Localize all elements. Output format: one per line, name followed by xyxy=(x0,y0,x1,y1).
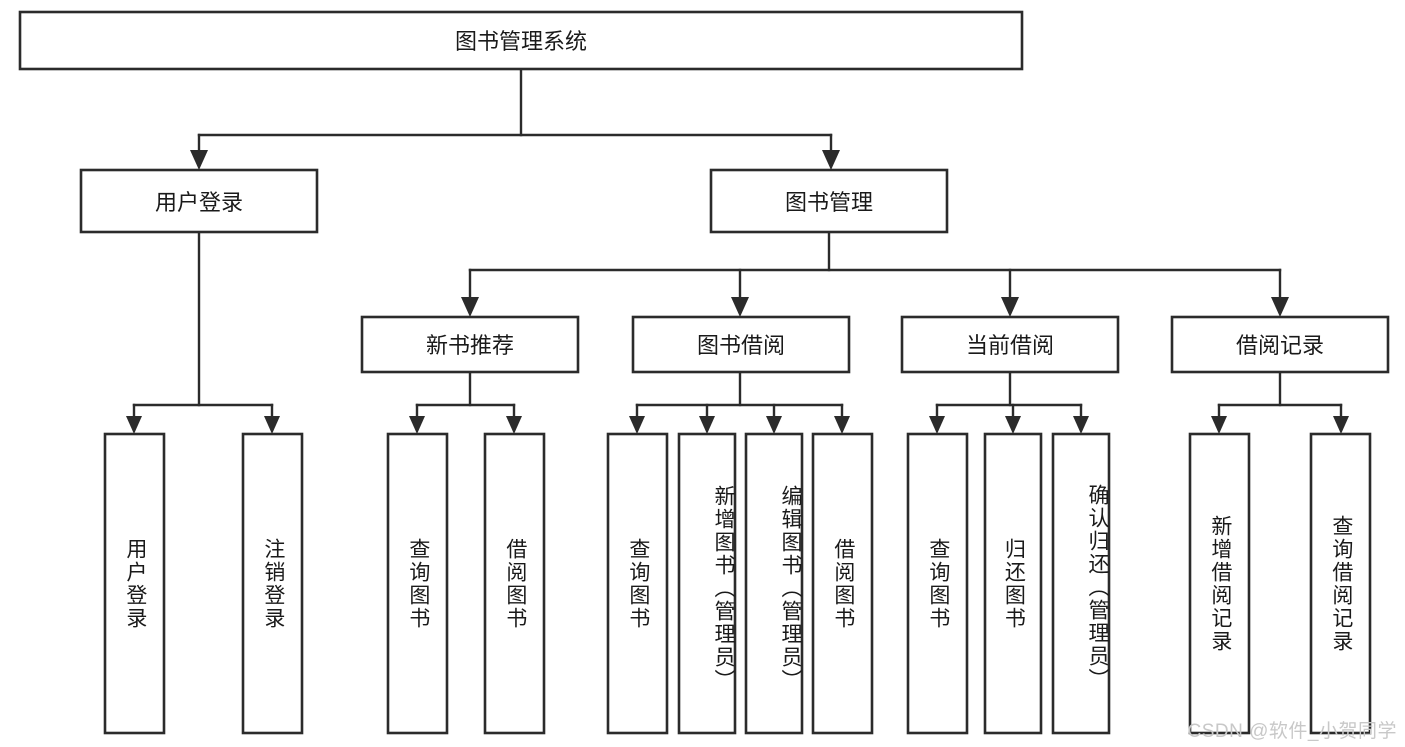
horizontal-label-layer: 图书管理系统 用户登录 图书管理 新书推荐 图书借阅 当前借阅 借阅记录 xyxy=(155,29,1324,358)
arrow-borrow-to-leaf2 xyxy=(699,416,715,434)
arrow-current-to-leaf1 xyxy=(929,416,945,434)
arrow-bookmgmt-to-borrow xyxy=(731,297,749,317)
connector-layer xyxy=(126,67,1349,434)
node-leaf-add-borrow-record[interactable] xyxy=(1188,432,1251,735)
arrow-userlogin-to-leaf1 xyxy=(126,416,142,434)
arrow-userlogin-to-leaf2 xyxy=(264,416,280,434)
arrow-borrow-to-leaf1 xyxy=(629,416,645,434)
label-user-login: 用户登录 xyxy=(155,190,243,215)
arrow-borrow-to-leaf4 xyxy=(834,416,850,434)
arrow-recommend-to-leaf2 xyxy=(506,416,522,434)
node-leaf-query-book-current[interactable] xyxy=(906,432,969,735)
arrow-record-to-leaf2 xyxy=(1333,416,1349,434)
node-book-management[interactable] xyxy=(709,168,949,234)
node-leaf-user-logout[interactable] xyxy=(241,432,304,735)
label-book-borrow: 图书借阅 xyxy=(697,333,785,358)
label-current-borrow: 当前借阅 xyxy=(966,333,1054,358)
node-leaf-query-book[interactable] xyxy=(606,432,669,735)
arrow-current-to-leaf3 xyxy=(1073,416,1089,434)
label-root: 图书管理系统 xyxy=(455,29,587,54)
csdn-watermark: CSDN @软件_小贺同学 xyxy=(1187,721,1397,742)
arrow-bookmgmt-to-record xyxy=(1271,297,1289,317)
node-leaf-query-borrow-record[interactable] xyxy=(1309,432,1372,735)
arrow-recommend-to-leaf1 xyxy=(409,416,425,434)
node-leaf-add-book-admin[interactable] xyxy=(677,432,737,735)
arrow-record-to-leaf1 xyxy=(1211,416,1227,434)
node-leaf-borrow-book[interactable] xyxy=(811,432,874,735)
arrow-root-to-user-login xyxy=(190,150,208,170)
node-leaf-query-book-recommend[interactable] xyxy=(386,432,449,735)
node-new-book-recommend[interactable] xyxy=(360,315,580,374)
node-box-layer xyxy=(18,10,1390,735)
node-root[interactable] xyxy=(18,10,1024,71)
node-borrow-record[interactable] xyxy=(1170,315,1390,374)
arrow-bookmgmt-to-current xyxy=(1001,297,1019,317)
arrow-current-to-leaf2 xyxy=(1005,416,1021,434)
node-current-borrow[interactable] xyxy=(900,315,1120,374)
node-leaf-edit-book-admin[interactable] xyxy=(744,432,804,735)
node-leaf-confirm-return-admin[interactable] xyxy=(1051,432,1111,735)
node-leaf-return-book[interactable] xyxy=(983,432,1043,735)
label-new-book-recommend: 新书推荐 xyxy=(426,333,514,358)
label-book-management: 图书管理 xyxy=(785,190,873,215)
node-user-login[interactable] xyxy=(79,168,319,234)
node-book-borrow[interactable] xyxy=(631,315,851,374)
arrow-bookmgmt-to-recommend xyxy=(461,297,479,317)
node-leaf-borrow-book-recommend[interactable] xyxy=(483,432,546,735)
arrow-root-to-book-management xyxy=(822,150,840,170)
arrow-borrow-to-leaf3 xyxy=(766,416,782,434)
label-borrow-record: 借阅记录 xyxy=(1236,333,1324,358)
node-leaf-user-login[interactable] xyxy=(103,432,166,735)
